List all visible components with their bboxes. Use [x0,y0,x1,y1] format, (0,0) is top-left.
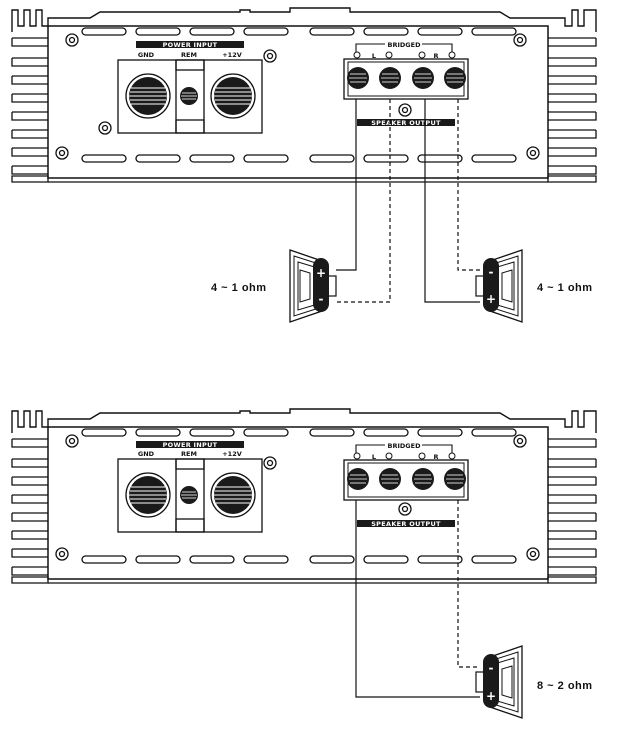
speaker-bridged-impedance: 8 ~ 2 ohm [537,680,593,692]
speaker-right-top: - + [475,249,523,323]
speaker-terminal-r-minus-bottom[interactable] [444,468,466,490]
speaker-terminal-l-minus-bottom[interactable] [379,468,401,490]
12v-terminal[interactable] [210,73,256,119]
speaker-left-top-impedance: 4 ~ 1 ohm [211,282,267,294]
power-input-label: POWER INPUT [163,41,218,49]
speaker-terminal-r-minus[interactable] [444,67,466,89]
power-terminal-block-bottom [117,458,263,533]
speaker-terminal-r-plus[interactable] [412,67,434,89]
speaker-terminal-l-plus[interactable] [347,67,369,89]
rem-terminal[interactable] [180,87,198,105]
speaker-terminal-l-plus-bottom[interactable] [347,468,369,490]
rem-terminal-bottom[interactable] [180,486,198,504]
speaker-left-top-symbol-bottom: - [319,292,324,306]
speaker-terminal-r-plus-bottom[interactable] [412,468,434,490]
speaker-output-label: SPEAKER OUTPUT [371,119,441,127]
speaker-right-top-symbol-bottom: + [486,292,496,306]
speaker-right-top-symbol-top: - [489,265,494,279]
rem-label: REM [181,51,197,59]
speaker-output-label-bottom: SPEAKER OUTPUT [371,520,441,528]
amplifier-bottom: POWER INPUT GND REM +12V [11,408,597,584]
rem-label-bottom: REM [181,450,197,458]
speaker-output-label-bar-bottom [357,520,455,527]
gnd-terminal[interactable] [125,73,171,119]
amplifier-top: POWER INPUT GND REM +12V [11,7,597,183]
gnd-label-bottom: GND [138,450,155,458]
speaker-left-top-symbol-top: + [316,266,326,280]
gnd-terminal-bottom[interactable] [125,472,171,518]
power-input-label-bottom: POWER INPUT [163,441,218,449]
power-input-label-bar-bottom [136,441,244,448]
gnd-label: GND [138,51,155,59]
speaker-terminal-l-minus[interactable] [379,67,401,89]
speaker-right-top-impedance: 4 ~ 1 ohm [537,282,593,294]
speaker-bridged-symbol-bottom: + [486,689,496,703]
bridged-label-bottom: BRIDGED [388,442,422,450]
12v-terminal-bottom[interactable] [210,472,256,518]
speaker-output-label-bar [357,119,455,126]
right-channel-label: R [433,52,438,60]
speaker-bridged: - + [475,645,523,719]
power-terminal-block [117,59,263,134]
wiring-bottom [355,500,480,698]
speaker-bridged-symbol-top: - [489,661,494,675]
left-channel-label: L [372,52,376,60]
right-channel-label-bottom: R [433,453,438,461]
left-channel-label-bottom: L [372,453,376,461]
12v-label: +12V [222,51,242,59]
12v-label-bottom: +12V [222,450,242,458]
bridged-label: BRIDGED [388,41,422,49]
power-input-label-bar [136,41,244,48]
wiring-top [336,99,480,303]
speaker-left-top: + - [289,249,337,323]
